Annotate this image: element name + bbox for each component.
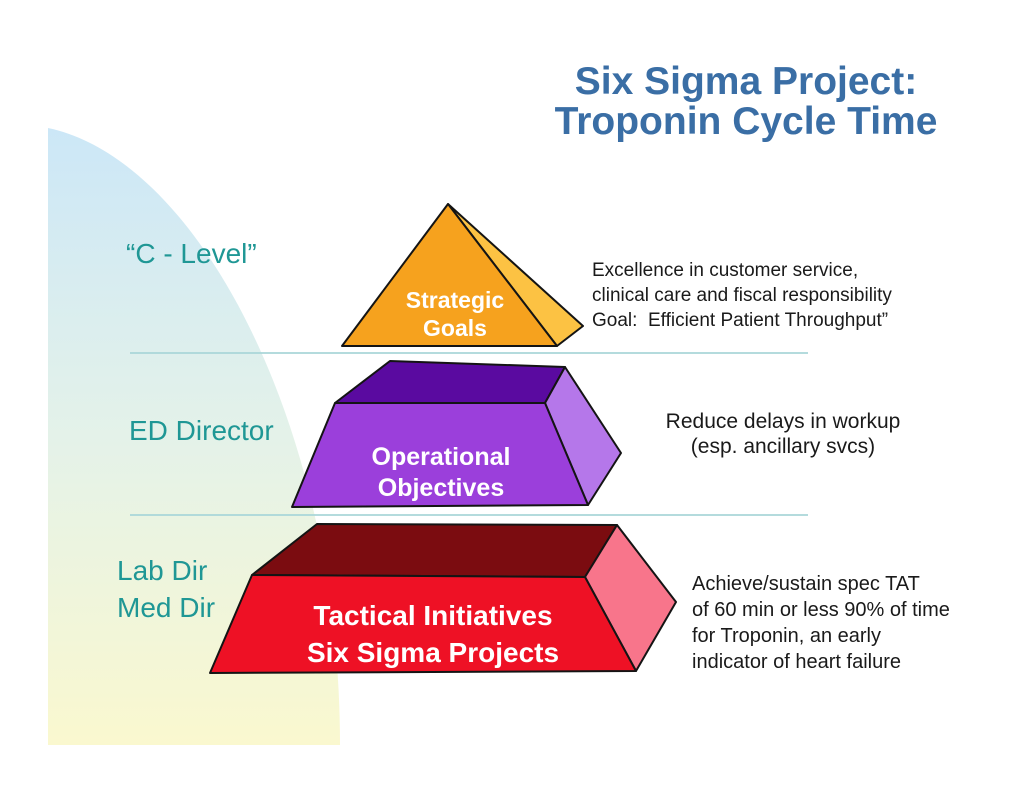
operational-tier-front-face (291, 402, 589, 508)
strategic-goals-label-line1: Strategic (405, 287, 505, 313)
slide-title-line1: Six Sigma Project: (574, 60, 918, 103)
operational-objectives-label: Operational Objectives (330, 442, 552, 504)
annotation-strategic-line1: Excellence in customer service, (592, 260, 859, 281)
annotation-operational-line2: (esp. ancillary svcs) (690, 435, 876, 458)
operational-tier-top-face (334, 360, 566, 404)
role-label-med-dir: Med Dir (117, 592, 216, 623)
operational-objectives-label-line1: Operational (371, 443, 511, 471)
tactical-tier-top-face (251, 523, 618, 578)
annotation-tactical-line2: of 60 min or less 90% of time (692, 599, 950, 621)
annotation-strategic-line3: Goal: Efficient Patient Throughput” (592, 310, 889, 331)
strategic-goals-label-line2: Goals (423, 315, 487, 341)
slide-title: Six Sigma Project: Troponin Cycle Time (500, 62, 992, 142)
tactical-tier-front-face (209, 574, 637, 674)
role-label-c-level: “C - Level” (126, 238, 257, 269)
strategic-pyramid-front-face (341, 203, 558, 347)
annotation-operational-line1: Reduce delays in workup (665, 410, 901, 433)
operational-objectives-label-line2: Objectives (377, 474, 505, 502)
role-label-ed-director: ED Director (129, 415, 274, 446)
annotation-tactical: Achieve/sustain spec TAT of 60 min or le… (692, 571, 950, 675)
annotation-tactical-line1: Achieve/sustain spec TAT (692, 573, 920, 595)
annotation-strategic-line2: clinical care and fiscal responsibility (592, 285, 892, 306)
strategic-goals-label: Strategic Goals (355, 286, 555, 342)
tactical-initiatives-label: Tactical Initiatives Six Sigma Projects (258, 597, 608, 671)
annotation-tactical-line3: for Troponin, an early (692, 625, 881, 647)
role-label-lab-med-dir: Lab Dir Med Dir (117, 552, 215, 626)
tactical-initiatives-label-line2: Six Sigma Projects (306, 637, 560, 668)
tactical-initiatives-label-line1: Tactical Initiatives (313, 600, 553, 631)
annotation-operational: Reduce delays in workup (esp. ancillary … (652, 409, 914, 459)
role-label-lab-dir: Lab Dir (117, 555, 208, 586)
annotation-strategic: Excellence in customer service, clinical… (592, 258, 892, 333)
annotation-tactical-line4: indicator of heart failure (692, 651, 902, 673)
slide-title-line2: Troponin Cycle Time (554, 100, 938, 143)
